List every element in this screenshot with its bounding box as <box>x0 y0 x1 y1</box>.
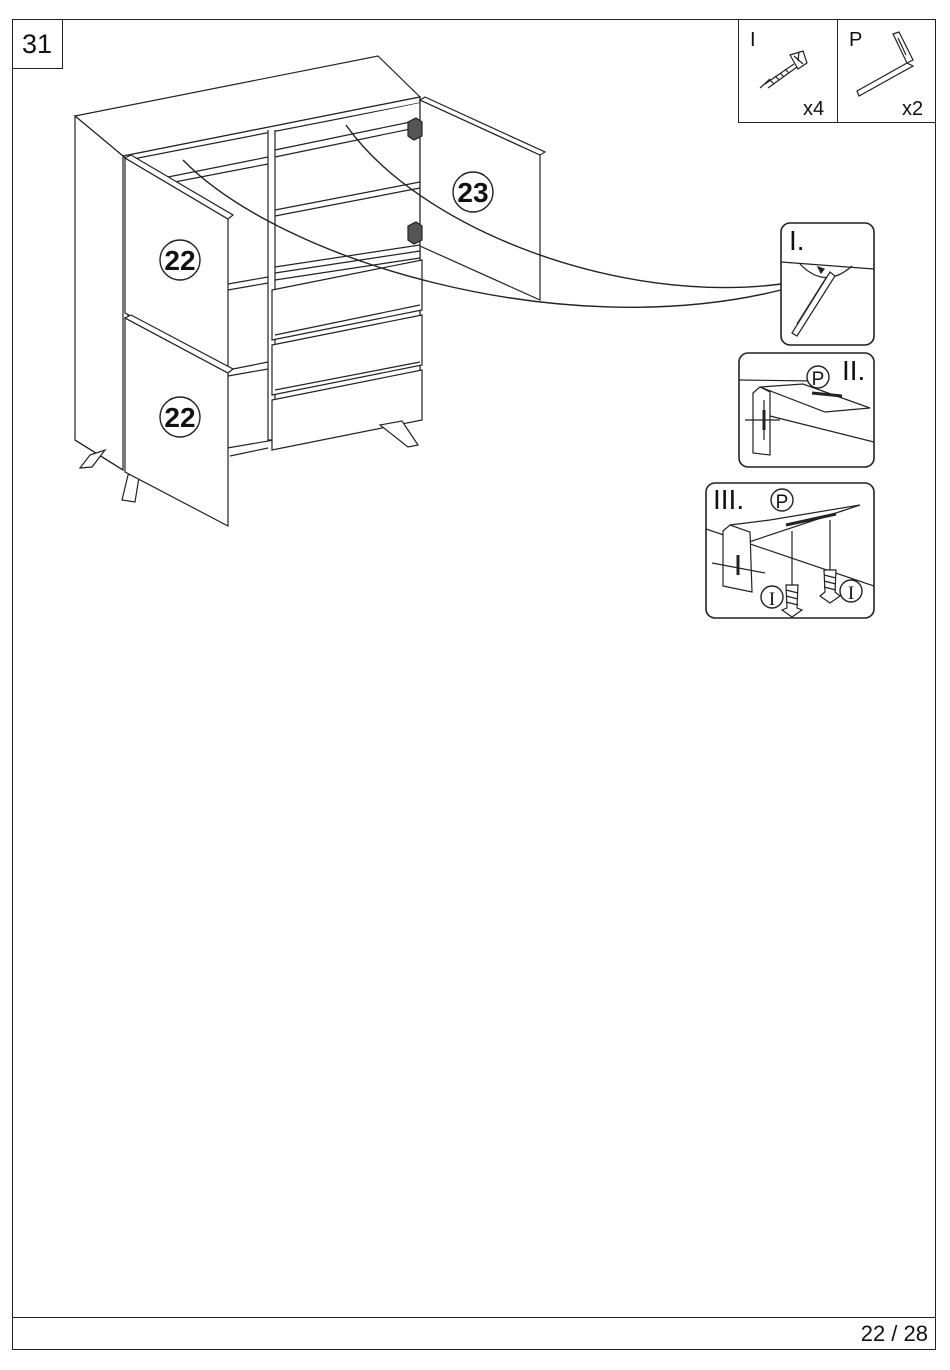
page-number: 22 / 28 <box>861 1320 928 1348</box>
detail-ii-part-code: P <box>812 369 825 390</box>
detail-ii-label: II. <box>842 356 865 386</box>
panel-label-22-upper: 22 <box>164 245 195 276</box>
detail-iii-screw-code-left: I <box>769 589 775 610</box>
detail-iii-label: III. <box>713 485 744 515</box>
panel-label-23: 23 <box>457 177 488 208</box>
detail-i-label: I. <box>789 226 805 256</box>
screw-icon <box>760 51 807 88</box>
detail-iii-screw-code-right: I <box>848 583 854 604</box>
panel-label-22-lower: 22 <box>164 402 195 433</box>
angle-bracket-icon <box>857 32 913 96</box>
detail-iii-part-code: P <box>776 492 789 513</box>
footer-divider <box>12 1317 936 1318</box>
